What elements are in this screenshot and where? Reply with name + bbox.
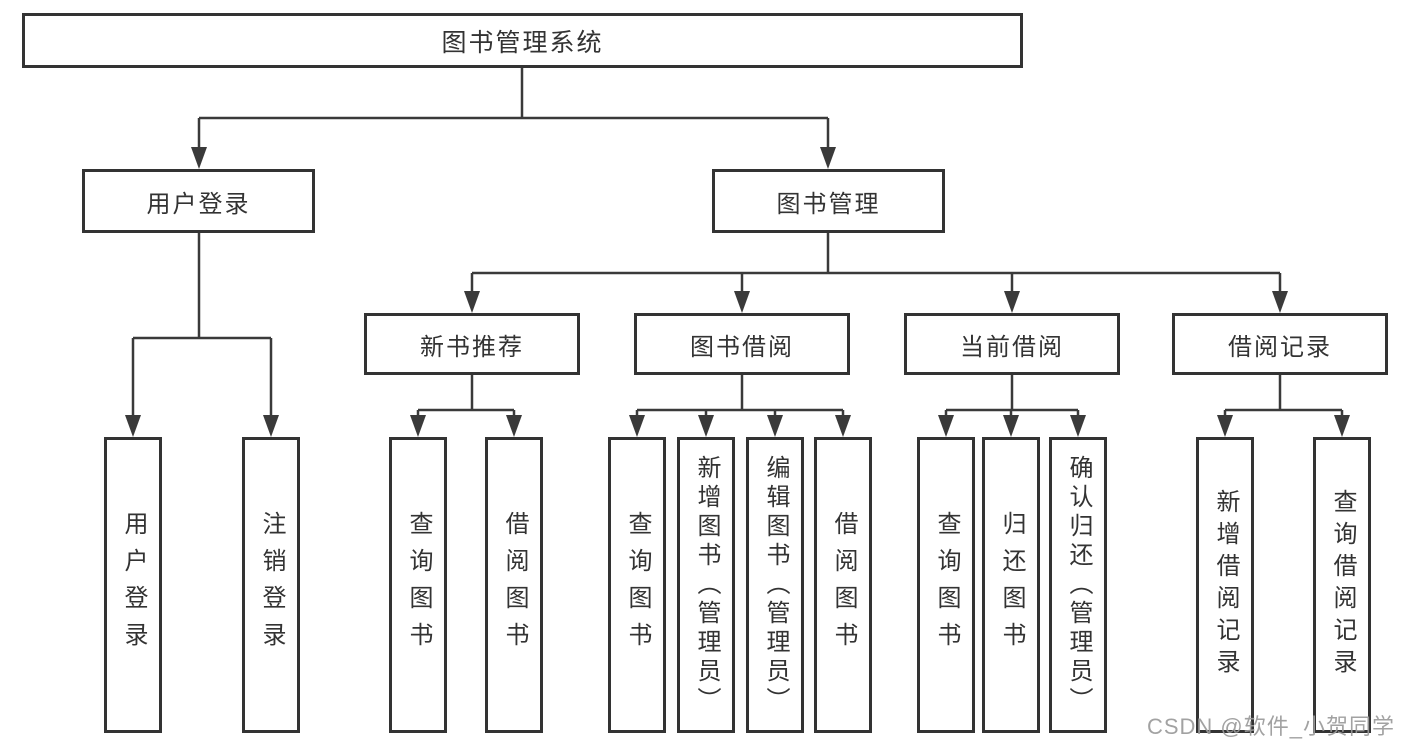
node-label: 图书管理系统 xyxy=(441,28,604,57)
leaf-label: 新增图书（管理员） xyxy=(693,454,720,716)
leaf-edit-book-admin: 编辑图书（管理员） xyxy=(746,437,804,733)
node-user-login: 用户登录 xyxy=(82,169,315,233)
leaf-confirm-return-admin: 确认归还（管理员） xyxy=(1049,437,1107,733)
leaf-query-borrow-record: 查询借阅记录 xyxy=(1313,437,1371,733)
node-label: 新书推荐 xyxy=(420,333,524,361)
leaf-user-login: 用户登录 xyxy=(104,437,162,733)
leaf-add-borrow-record: 新增借阅记录 xyxy=(1196,437,1254,733)
leaf-logout: 注销登录 xyxy=(242,437,300,733)
node-label: 借阅记录 xyxy=(1228,333,1332,361)
leaf-label: 确认归还（管理员） xyxy=(1065,454,1092,716)
node-borrow-records: 借阅记录 xyxy=(1172,313,1388,375)
node-label: 图书管理 xyxy=(776,190,881,218)
leaf-return-book: 归还图书 xyxy=(982,437,1040,733)
node-label: 图书借阅 xyxy=(690,333,794,361)
leaf-query-books-2: 查询图书 xyxy=(608,437,666,733)
leaf-label: 查询图书 xyxy=(624,511,651,659)
leaf-borrow-books-2: 借阅图书 xyxy=(814,437,872,733)
leaf-label: 编辑图书（管理员） xyxy=(762,454,789,716)
leaf-add-book-admin: 新增图书（管理员） xyxy=(677,437,735,733)
leaf-label: 查询图书 xyxy=(933,511,960,659)
csdn-watermark: CSDN @软件_小贺同学 xyxy=(1146,714,1395,739)
node-label: 用户登录 xyxy=(146,190,251,218)
leaf-label: 用户登录 xyxy=(120,511,147,659)
node-book-management: 图书管理 xyxy=(712,169,945,233)
leaf-label: 归还图书 xyxy=(998,511,1025,659)
node-book-borrow: 图书借阅 xyxy=(634,313,850,375)
leaf-label: 查询借阅记录 xyxy=(1329,489,1356,681)
node-current-borrow: 当前借阅 xyxy=(904,313,1120,375)
leaf-label: 借阅图书 xyxy=(830,511,857,659)
leaf-borrow-books: 借阅图书 xyxy=(485,437,543,733)
node-label: 当前借阅 xyxy=(960,333,1064,361)
leaf-label: 借阅图书 xyxy=(501,511,528,659)
leaf-label: 新增借阅记录 xyxy=(1212,489,1239,681)
leaf-label: 注销登录 xyxy=(258,511,285,659)
node-library-system: 图书管理系统 xyxy=(22,13,1023,68)
leaf-query-books: 查询图书 xyxy=(389,437,447,733)
leaf-query-books-3: 查询图书 xyxy=(917,437,975,733)
leaf-label: 查询图书 xyxy=(405,511,432,659)
node-new-book-recommend: 新书推荐 xyxy=(364,313,580,375)
